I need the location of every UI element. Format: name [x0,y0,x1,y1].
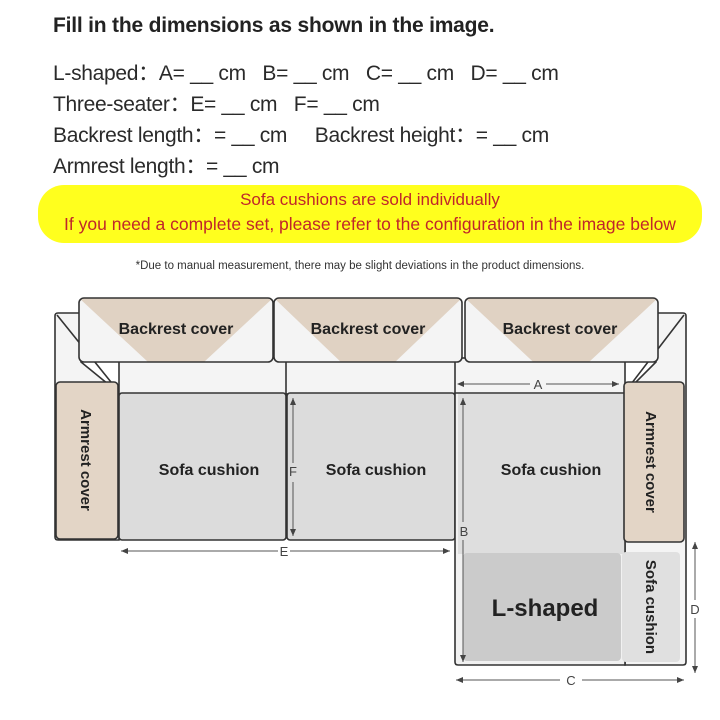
dimension-d-label: D [690,602,699,617]
dimension-d: D [690,542,700,673]
armrest-cover-left [55,381,119,540]
armrest-cover-right [623,381,685,543]
backrest-cover-2-label: Backrest cover [311,321,426,338]
seat-cushion-3-label: Sofa cushion [501,462,601,479]
l-shaped-label: L-shaped [492,595,599,622]
l-shaped-dimensions-line: L-shaped：A= __ cm B= __ cm C= __ cm D= _… [53,62,559,85]
chaise-side-cushion-label: Sofa cushion [642,560,659,654]
backrest-cover-3-label: Backrest cover [503,321,618,338]
armrest-cover-right-label: Armrest cover [642,411,659,513]
back-frame [118,357,626,395]
dimension-f-label: F [289,464,297,479]
dimension-a-label: A [534,377,543,392]
banner-line-1: Sofa cushions are sold individually [240,190,500,209]
seat-cushion-1 [118,392,287,541]
backrest-cover-1 [78,297,274,363]
three-seater-dimensions-line: Three-seater：E= __ cm F= __ cm [53,93,380,116]
armrest-cover-left-label: Armrest cover [77,409,94,511]
dimension-e: E [121,544,450,559]
dimension-e-label: E [280,544,289,559]
seat-cushion-2-label: Sofa cushion [326,462,426,479]
measurement-note: *Due to manual measurement, there may be… [135,260,585,272]
dimension-c-label: C [566,673,575,688]
backrest-cover-3 [464,297,659,363]
dimension-a: A [457,377,619,392]
dimension-b-label: B [460,524,469,539]
dimension-b: B [460,398,469,662]
page-title: Fill in the dimensions as shown in the i… [53,14,495,37]
armrest-dimensions-line: Armrest length：= __ cm [53,155,280,178]
dimension-c: C [456,673,684,688]
l-shaped-cushion [463,553,621,661]
banner-line-2: If you need a complete set, please refer… [64,214,676,234]
seat-cushion-1-label: Sofa cushion [159,462,259,479]
chaise-side-cushion [622,552,680,662]
backrest-cover-1-label: Backrest cover [119,321,234,338]
dimension-f: F [289,398,297,536]
notice-banner: Sofa cushions are sold individually If y… [38,185,702,243]
seat-cushion-3 [458,394,624,554]
backrest-cover-2 [273,297,463,363]
backrest-dimensions-line: Backrest length：= __ cm Backrest height：… [53,124,549,147]
